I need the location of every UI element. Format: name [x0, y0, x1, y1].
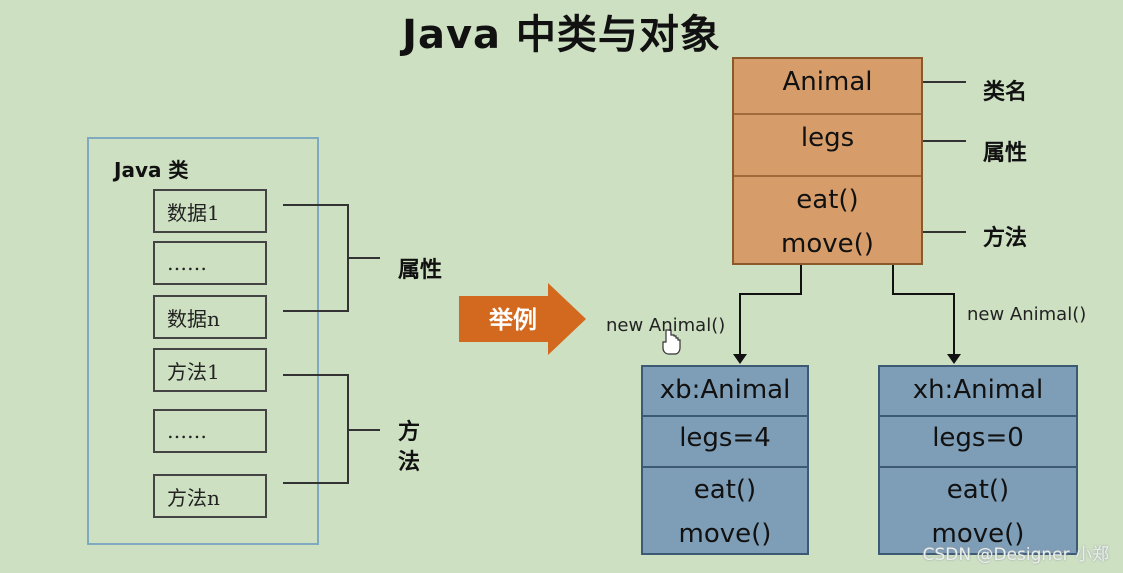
object-box-xh: xh:Animal legs=0 eat() move(): [878, 365, 1078, 555]
object-divider-2: [643, 466, 807, 468]
object-name: xh:Animal: [912, 375, 1044, 405]
object-method-move: move(): [931, 519, 1025, 549]
method-item-ellipsis: ……: [153, 409, 267, 453]
java-class-panel-title: Java 类: [114, 158, 189, 182]
example-arrow-shape: [459, 283, 586, 355]
object-method-move: move(): [678, 519, 772, 549]
object-attribute: legs=0: [932, 423, 1024, 453]
new-animal-label-right: new Animal(): [967, 304, 1087, 325]
object-divider-1: [880, 415, 1076, 417]
method-item-1: 方法1: [153, 348, 267, 392]
object-box-xb: xb:Animal legs=4 eat() move(): [641, 365, 809, 555]
attribute-label: 属性: [983, 141, 1028, 166]
attribute-bracket: [283, 204, 380, 312]
method-bracket: [283, 374, 380, 484]
class-method-eat: eat(): [796, 185, 859, 215]
method-bracket-label-1: 方: [398, 420, 421, 445]
object-divider-2: [880, 466, 1076, 468]
class-method-move: move(): [781, 229, 874, 259]
object-name: xb:Animal: [659, 375, 791, 405]
object-method-eat: eat(): [693, 475, 757, 505]
data-item-ellipsis: ……: [153, 241, 267, 285]
class-divider-1: [734, 113, 921, 115]
new-animal-label-left: new Animal(): [606, 315, 726, 336]
example-label: 举例: [489, 306, 537, 334]
watermark: CSDN @Designer 小郑: [922, 545, 1109, 565]
java-class-panel: [87, 137, 319, 545]
data-item-n: 数据n: [153, 295, 267, 339]
class-attribute: legs: [800, 123, 855, 153]
hand-cursor-icon: [662, 329, 681, 355]
method-item-n: 方法n: [153, 474, 267, 518]
instantiate-line-right: [892, 265, 955, 356]
method-bracket-label-2: 法: [398, 450, 421, 475]
class-divider-2: [734, 175, 921, 177]
method-label: 方法: [983, 226, 1028, 251]
arrowhead-right: [947, 354, 961, 364]
arrowhead-left: [733, 354, 747, 364]
instantiate-line-left: [739, 265, 802, 356]
animal-class-box: Animal legs eat() move(): [732, 57, 923, 265]
object-attribute: legs=4: [679, 423, 771, 453]
object-divider-1: [643, 415, 807, 417]
page-title: Java 中类与对象: [402, 12, 721, 58]
class-name: Animal: [782, 67, 873, 97]
object-method-eat: eat(): [946, 475, 1010, 505]
class-name-label: 类名: [983, 80, 1028, 105]
data-item-1: 数据1: [153, 189, 267, 233]
attribute-bracket-label: 属性: [398, 258, 443, 283]
